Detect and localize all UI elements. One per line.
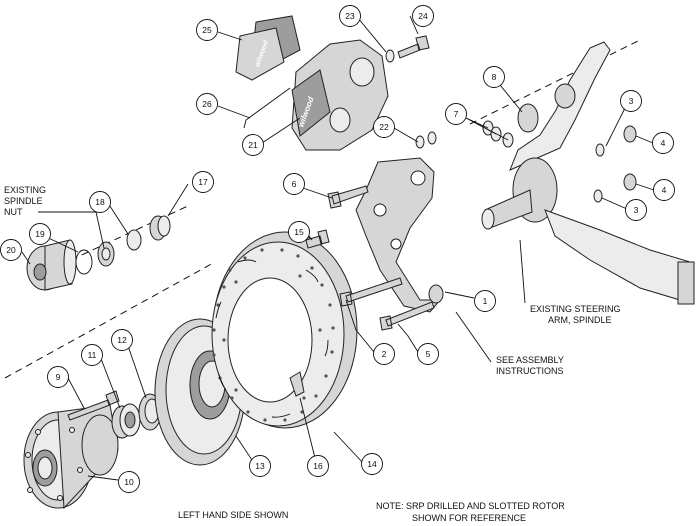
callout-12: 12 xyxy=(117,335,127,345)
nut-4-lower-part xyxy=(623,173,637,191)
drilled-slotted-rotor-part xyxy=(211,231,358,429)
callout-22: 22 xyxy=(379,122,389,132)
label-spindle-nut-line3: NUT xyxy=(4,207,23,217)
label-left-hand-side: LEFT HAND SIDE SHOWN xyxy=(178,510,288,520)
callout-3a: 3 xyxy=(629,96,634,106)
callout-10: 10 xyxy=(124,477,134,487)
callout-6: 6 xyxy=(292,179,297,189)
rotor-bolt-15-part xyxy=(305,229,330,249)
washer-18-part xyxy=(126,229,142,251)
washer-3-upper-part xyxy=(595,143,605,157)
bushing-8-part xyxy=(517,103,539,133)
washer-3-lower-part xyxy=(593,189,603,203)
inner-bearing-part xyxy=(111,403,141,439)
pad-retaining-pin-part xyxy=(243,87,291,129)
label-steering-arm-line2: ARM, SPINDLE xyxy=(548,315,612,325)
caliper-part: wilwood xyxy=(291,39,389,151)
o-ring-part xyxy=(75,249,93,275)
label-steering-arm-line1: EXISTING STEERING xyxy=(530,304,621,314)
callout-8: 8 xyxy=(492,72,497,82)
callout-24: 24 xyxy=(418,11,428,21)
callout-20: 20 xyxy=(6,245,16,255)
callout-26: 26 xyxy=(202,99,212,109)
bracket-bolt-6-part xyxy=(327,185,369,209)
label-assembly-line1: SEE ASSEMBLY xyxy=(496,355,564,365)
washer-7-part xyxy=(482,120,514,148)
callout-23: 23 xyxy=(345,11,355,21)
spacer-1-part xyxy=(428,284,444,304)
callout-16: 16 xyxy=(313,461,323,471)
rotor-bolt-16-part xyxy=(289,371,305,397)
assembly-axis-line xyxy=(4,39,641,379)
callout-25: 25 xyxy=(202,25,212,35)
label-spindle-nut-line2: SPINDLE xyxy=(4,196,43,206)
callout-17: 17 xyxy=(198,177,208,187)
callout-2: 2 xyxy=(382,349,387,359)
dust-cap-part xyxy=(26,239,77,291)
callout-11: 11 xyxy=(88,350,97,360)
bracket-bolt-5-part xyxy=(379,301,435,331)
callout-3b: 3 xyxy=(634,205,639,215)
callout-9: 9 xyxy=(56,372,61,382)
axis-line-secondary xyxy=(59,204,191,266)
callout-1: 1 xyxy=(483,296,488,306)
callout-4b: 4 xyxy=(662,185,667,195)
outer-bearing-part xyxy=(149,215,171,241)
spindle-nut-part xyxy=(97,241,115,267)
note-line2: SHOWN FOR REFERENCE xyxy=(412,513,526,523)
callout-15: 15 xyxy=(294,227,304,237)
nut-4-upper-part xyxy=(623,125,637,143)
existing-spindle-part xyxy=(481,41,695,305)
wheel-stud-part xyxy=(67,390,120,421)
callout-19: 19 xyxy=(35,229,45,239)
bracket-bolt-2-part xyxy=(339,277,403,307)
label-spindle-nut-line1: EXISTING xyxy=(4,185,46,195)
upper-ball-joint-part xyxy=(554,83,576,109)
callout-13: 13 xyxy=(255,461,265,471)
callout-18: 18 xyxy=(95,197,105,207)
callout-14: 14 xyxy=(367,459,377,469)
washer-22-part xyxy=(415,131,437,149)
note-line1: NOTE: SRP DRILLED AND SLOTTED ROTOR xyxy=(376,501,565,511)
callout-5: 5 xyxy=(426,349,431,359)
hub-part xyxy=(23,404,119,510)
callout-21: 21 xyxy=(248,140,258,150)
washer-23-part xyxy=(385,49,395,63)
caliper-bolt-24-part xyxy=(397,35,430,59)
callouts: 1 2 3 3 4 4 5 6 7 8 9 10 11 12 13 14 15 … xyxy=(0,5,675,493)
label-assembly-line2: INSTRUCTIONS xyxy=(496,366,564,376)
callout-4a: 4 xyxy=(661,138,666,148)
brake-pads-part: wilwood xyxy=(235,15,301,81)
callout-7: 7 xyxy=(454,109,459,119)
